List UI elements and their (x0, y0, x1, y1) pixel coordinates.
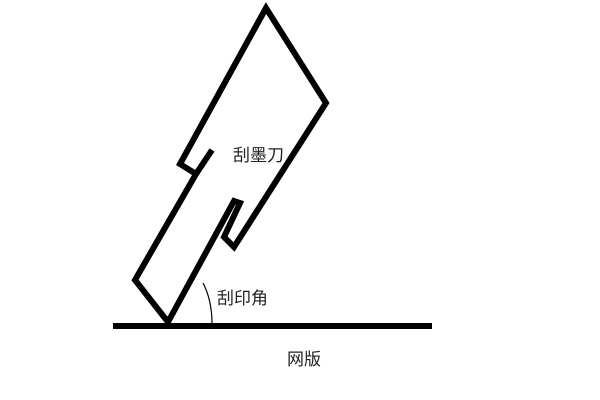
angle-arc (202, 282, 213, 325)
squeegee-outline (131, 2, 330, 328)
squeegee-label: 刮墨刀 (233, 146, 284, 166)
screen-label: 网版 (287, 350, 321, 370)
angle-label: 刮印角 (217, 289, 268, 309)
holder-slot-upper (193, 148, 215, 176)
